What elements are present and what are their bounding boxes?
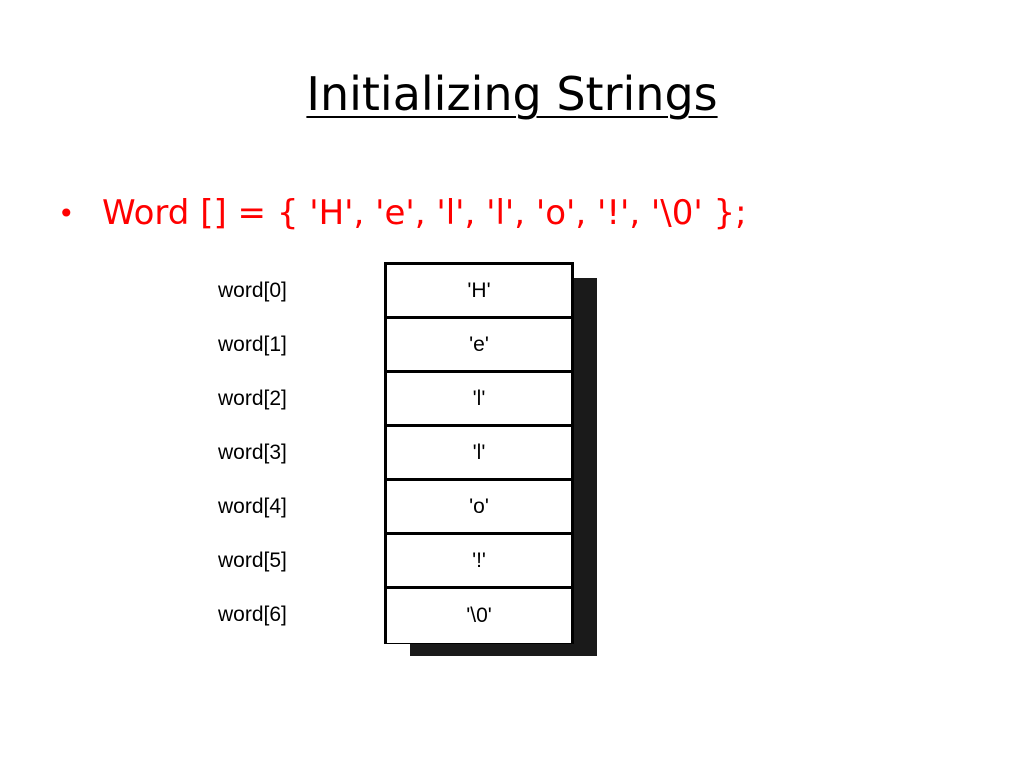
array-cell-divider [387,370,571,373]
array-cell: 'H' [387,265,571,316]
array-cell: '!' [387,535,571,586]
array-cell-divider [387,424,571,427]
array-cell-divider [387,316,571,319]
bullet-icon: • [58,196,75,230]
array-cell: '\0' [387,589,571,643]
array-cell-divider [387,586,571,589]
array-cell: 'e' [387,319,571,370]
array-index-label: word[5] [218,548,287,572]
array-cell-divider [387,478,571,481]
bullet-text: Word [] = { 'H', 'e', 'l', 'l', 'o', '!'… [102,193,747,233]
array-index-label: word[0] [218,278,287,302]
array-index-label: word[4] [218,494,287,518]
array-cell: 'o' [387,481,571,532]
array-index-label: word[2] [218,386,287,410]
array-index-label: word[1] [218,332,287,356]
array-index-label: word[3] [218,440,287,464]
array-cell-divider [387,532,571,535]
array-index-label: word[6] [218,602,287,626]
array-cell: 'l' [387,427,571,478]
bullet-item: • Word [] = { 'H', 'e', 'l', 'l', 'o', '… [58,188,747,238]
slide-title: Initializing Strings [0,64,1024,124]
array-cells: 'H''e''l''l''o''!''\0' [384,262,574,644]
slide-title-text: Initializing Strings [306,67,718,121]
array-cell: 'l' [387,373,571,424]
